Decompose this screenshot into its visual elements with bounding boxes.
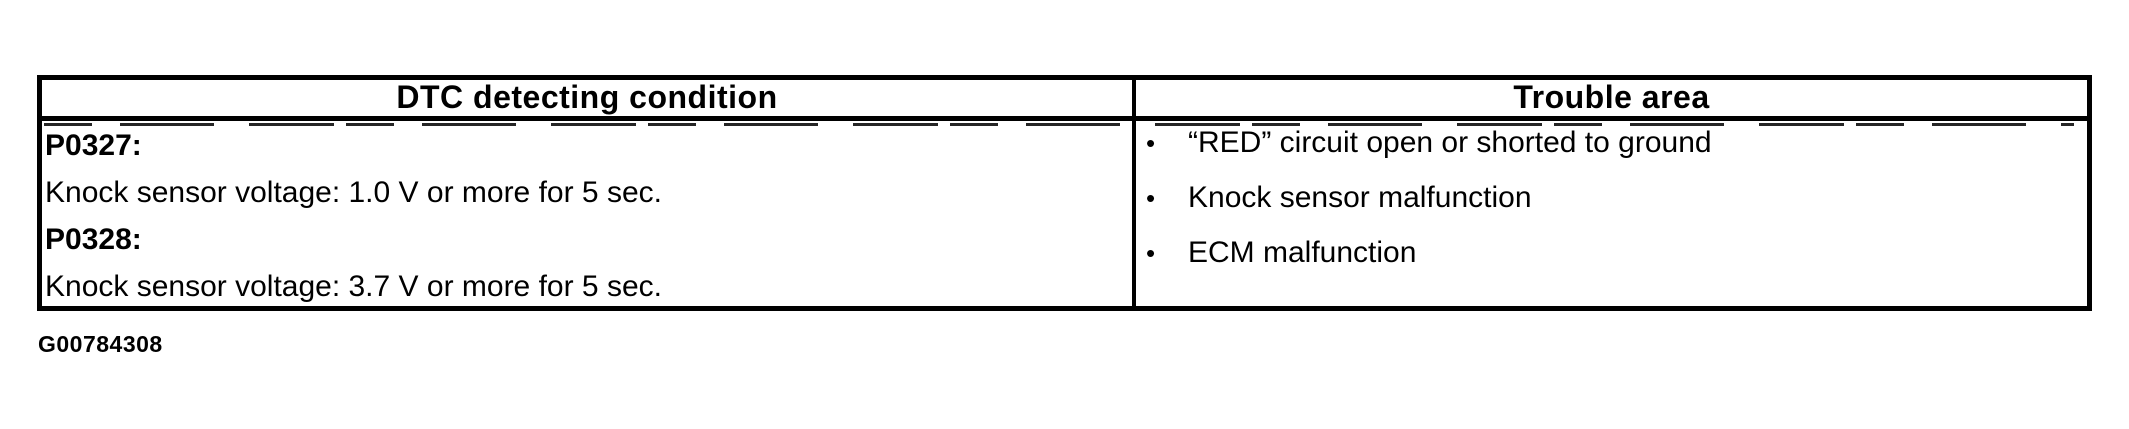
bullet-icon: • (1146, 238, 1156, 268)
column-header-trouble-area: Trouble area (1136, 78, 2087, 121)
dtc-table: DTC detecting condition Trouble area P03… (37, 75, 2092, 311)
dtc-condition-p0327: Knock sensor voltage: 1.0 V or more for … (45, 176, 662, 209)
column-header-label: Trouble area (1513, 78, 1710, 115)
column-header-dtc-detecting-condition: DTC detecting condition (42, 78, 1132, 121)
dtc-code-p0328: P0328: (45, 223, 142, 256)
trouble-area-cell: • “RED” circuit open or shorted to groun… (1136, 121, 2087, 306)
dtc-conditions-cell: P0327: Knock sensor voltage: 1.0 V or mo… (42, 121, 1132, 306)
bullet-icon: • (1146, 128, 1156, 158)
trouble-area-text: “RED” circuit open or shorted to ground (1188, 126, 1712, 159)
trouble-area-item: • “RED” circuit open or shorted to groun… (1146, 126, 2081, 181)
scan-artifact-line (44, 123, 2074, 126)
bullet-icon: • (1146, 183, 1156, 213)
trouble-area-text: ECM malfunction (1188, 236, 1417, 269)
trouble-area-text: Knock sensor malfunction (1188, 181, 1532, 214)
dtc-condition-p0328: Knock sensor voltage: 3.7 V or more for … (45, 270, 662, 303)
table-column-divider (1132, 80, 1136, 306)
trouble-area-item: • ECM malfunction (1146, 236, 2081, 291)
dtc-code-p0327: P0327: (45, 129, 142, 162)
trouble-area-item: • Knock sensor malfunction (1146, 181, 2081, 236)
figure-id-label: G00784308 (38, 331, 163, 357)
column-header-label: DTC detecting condition (396, 78, 778, 115)
